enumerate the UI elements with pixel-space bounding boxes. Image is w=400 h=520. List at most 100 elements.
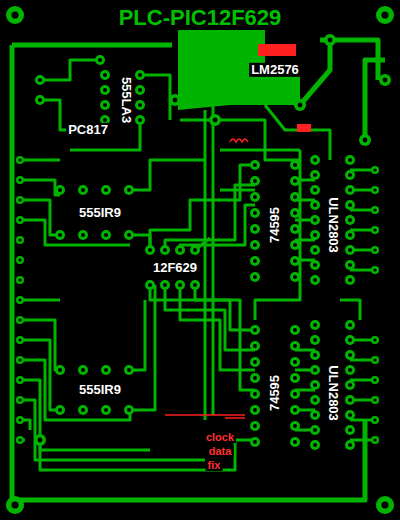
- solder-pad: [250, 437, 260, 447]
- solder-pad: [345, 185, 355, 195]
- solder-pad: [169, 94, 181, 106]
- solder-pad: [310, 320, 320, 330]
- solder-pad: [55, 230, 65, 240]
- solder-pad: [371, 226, 379, 234]
- solder-pad: [345, 380, 355, 390]
- solder-pad: [310, 350, 320, 360]
- solder-pad: [250, 192, 260, 202]
- solder-pad: [290, 240, 300, 250]
- solder-pad: [310, 155, 320, 165]
- solder-pad: [250, 208, 260, 218]
- copper-traces: [12, 30, 385, 500]
- solder-pad: [6, 496, 24, 514]
- solder-pad: [16, 156, 24, 164]
- solder-pad: [290, 192, 300, 202]
- solder-pad: [175, 280, 185, 290]
- solder-pad: [310, 185, 320, 195]
- solder-pad: [250, 373, 260, 383]
- solder-pad: [345, 215, 355, 225]
- solder-pad: [379, 74, 391, 86]
- solder-pad: [16, 236, 24, 244]
- solder-pad: [290, 325, 300, 335]
- solder-pad: [16, 176, 24, 184]
- solder-pad: [310, 230, 320, 240]
- solder-pad: [135, 70, 145, 80]
- solder-pad: [35, 75, 45, 85]
- solder-pad: [250, 160, 260, 170]
- solder-pad: [145, 280, 155, 290]
- solder-pad: [290, 176, 300, 186]
- solder-pad: [345, 365, 355, 375]
- solder-pad: [95, 55, 105, 65]
- solder-pad: [290, 405, 300, 415]
- solder-pad: [310, 200, 320, 210]
- solder-pad: [371, 166, 379, 174]
- solder-pad: [310, 380, 320, 390]
- solder-pad: [6, 6, 24, 24]
- solder-pad: [376, 6, 394, 24]
- solder-pad: [250, 176, 260, 186]
- solder-pad: [345, 170, 355, 180]
- solder-pad: [310, 275, 320, 285]
- solder-pad: [324, 34, 336, 46]
- solder-pad: [371, 436, 379, 444]
- chip-label: 12F629: [151, 261, 199, 275]
- regulator-marker: [258, 44, 296, 56]
- solder-pad: [16, 336, 24, 344]
- solder-pad: [78, 230, 88, 240]
- diode-marker: [297, 124, 311, 132]
- solder-pad: [250, 357, 260, 367]
- chip-label: 555IR9: [77, 206, 123, 220]
- chip-label: ULN2803: [326, 195, 340, 255]
- solder-pad: [78, 185, 88, 195]
- solder-pad: [310, 440, 320, 450]
- solder-pad: [16, 316, 24, 324]
- solder-pad: [55, 405, 65, 415]
- solder-pad: [310, 215, 320, 225]
- signal-name: fix: [206, 459, 223, 471]
- solder-pad: [290, 160, 300, 170]
- solder-pad: [290, 224, 300, 234]
- solder-pad: [290, 373, 300, 383]
- silkscreen-marks: [165, 139, 248, 418]
- solder-pad: [16, 356, 24, 364]
- solder-pad: [250, 256, 260, 266]
- chip-label: LM2576: [249, 63, 301, 77]
- solder-pad: [100, 70, 110, 80]
- chip-label: 555LA3: [119, 75, 133, 125]
- solder-pad: [16, 216, 24, 224]
- solder-pad: [376, 496, 394, 514]
- solder-pad: [101, 405, 111, 415]
- solder-pad: [294, 99, 306, 111]
- solder-pad: [190, 245, 200, 255]
- solder-pad: [16, 376, 24, 384]
- solder-pad: [290, 341, 300, 351]
- solder-pad: [124, 185, 134, 195]
- solder-pad: [16, 436, 24, 444]
- solder-pad: [78, 405, 88, 415]
- solder-pad: [345, 230, 355, 240]
- solder-pad: [310, 365, 320, 375]
- signal-name: data: [207, 445, 234, 457]
- solder-pad: [250, 341, 260, 351]
- solder-pad: [101, 230, 111, 240]
- solder-pad: [345, 275, 355, 285]
- solder-pad: [290, 272, 300, 282]
- solder-pad: [290, 357, 300, 367]
- solder-pad: [310, 260, 320, 270]
- solder-pad: [345, 320, 355, 330]
- solder-pad: [250, 325, 260, 335]
- chip-label: ULN2803: [326, 363, 340, 423]
- solder-pad: [371, 246, 379, 254]
- solder-pad: [209, 114, 221, 126]
- solder-pad: [345, 350, 355, 360]
- solder-pad: [345, 260, 355, 270]
- solder-pad: [290, 437, 300, 447]
- copper-pour: [178, 30, 300, 110]
- solder-pad: [310, 170, 320, 180]
- solder-pad: [16, 276, 24, 284]
- solder-pad: [359, 134, 371, 146]
- solder-pad: [290, 256, 300, 266]
